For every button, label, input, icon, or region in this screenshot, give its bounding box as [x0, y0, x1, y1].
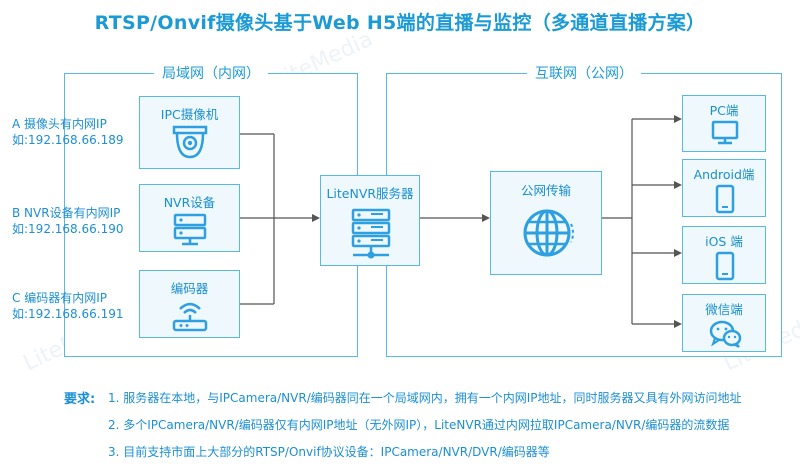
client-ios-box: iOS 端 — [682, 226, 766, 284]
client-android-label: Android端 — [693, 167, 755, 182]
phone-icon — [715, 184, 735, 214]
nvr-device-label: NVR设备 — [163, 195, 216, 210]
router-icon — [172, 302, 208, 332]
note-item: 2. 多个IPCamera/NVR/编码器仅有内网IP地址（无外网IP），Lit… — [108, 418, 730, 432]
client-pc-label: PC端 — [709, 103, 739, 118]
ipc-camera-box: IPC摄像机 — [139, 96, 240, 169]
public-transport-box: 公网传输 — [490, 171, 602, 275]
device-b-line1: B NVR设备有内网IP — [12, 206, 121, 220]
device-c-line1: C 编码器有内网IP — [12, 291, 107, 305]
client-android-box: Android端 — [682, 159, 766, 217]
nvr-icon — [173, 213, 207, 246]
internet-region-label: 互联网（公网） — [527, 63, 641, 83]
monitor-icon — [711, 120, 739, 145]
device-a-description: A 摄像头有内网IP 如:192.168.66.189 — [12, 116, 123, 148]
device-b-description: B NVR设备有内网IP 如:192.168.66.190 — [12, 205, 123, 237]
phone-icon — [715, 251, 735, 281]
globe-icon — [523, 209, 574, 257]
note-item: 1. 服务器在本地，与IPCamera/NVR/编码器同在一个局域网内，拥有一个… — [108, 391, 742, 405]
server-stack-icon — [351, 208, 391, 259]
device-b-ip: 如:192.168.66.190 — [12, 222, 124, 236]
dome-camera-icon — [172, 125, 208, 159]
device-a-ip: 如:192.168.66.189 — [12, 133, 124, 147]
note-item: 3. 目前支持市面上大部分的RTSP/Onvif协议设备：IPCamera/NV… — [108, 445, 550, 459]
diagram-title: RTSP/Onvif摄像头基于Web H5端的直播与监控（多通道直播方案） — [94, 12, 706, 34]
encoder-box: 编码器 — [139, 270, 240, 338]
public-transport-label: 公网传输 — [520, 183, 571, 198]
litenvr-server-label: LiteNVR服务器 — [326, 186, 414, 201]
device-a-line1: A 摄像头有内网IP — [12, 117, 107, 131]
wechat-icon — [709, 320, 742, 348]
lan-region-label: 局域网（内网） — [154, 63, 268, 83]
client-wechat-box: 微信端 — [682, 294, 766, 352]
device-c-description: C 编码器有内网IP 如:192.168.66.191 — [12, 290, 123, 322]
litenvr-server-box: LiteNVR服务器 — [320, 175, 420, 266]
encoder-label: 编码器 — [170, 281, 209, 296]
nvr-device-box: NVR设备 — [139, 184, 240, 252]
client-wechat-label: 微信端 — [705, 302, 743, 317]
notes-heading: 要求: — [64, 392, 96, 407]
ipc-camera-label: IPC摄像机 — [160, 107, 219, 122]
client-pc-box: PC端 — [682, 95, 766, 152]
client-ios-label: iOS 端 — [705, 234, 743, 249]
device-c-ip: 如:192.168.66.191 — [12, 307, 124, 321]
